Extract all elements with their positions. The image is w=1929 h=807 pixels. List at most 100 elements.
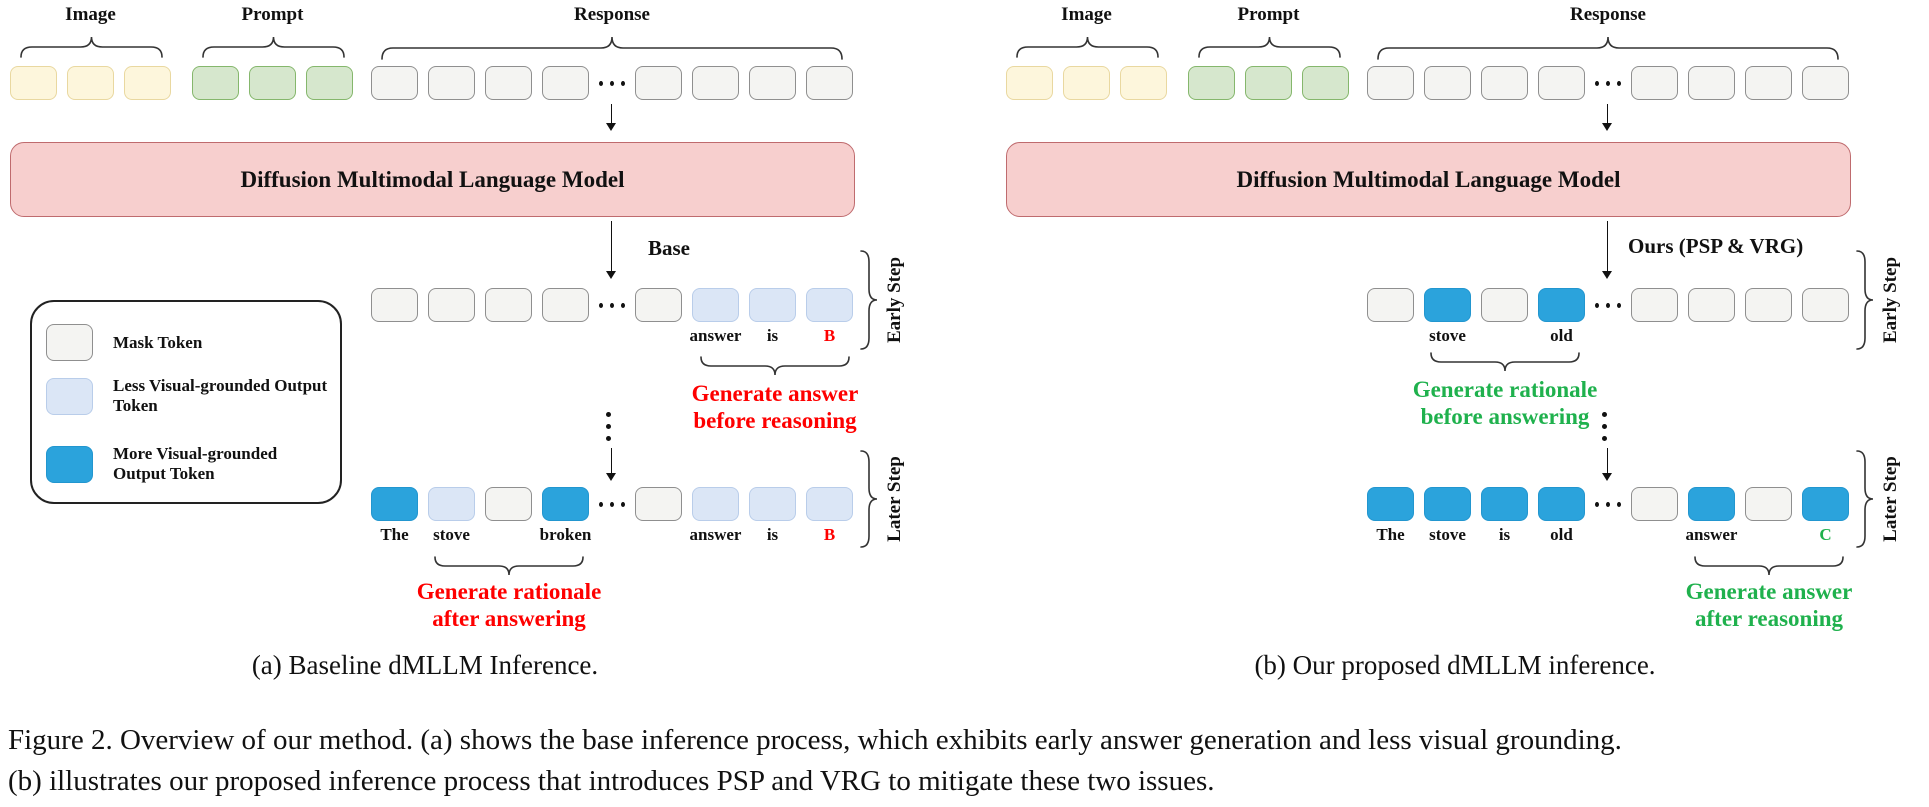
annotation-brace-icon <box>1430 352 1580 372</box>
diffusion-model-label: Diffusion Multimodal Language Model <box>1236 166 1621 192</box>
mask-token <box>371 66 418 100</box>
response-brace-icon <box>381 36 843 60</box>
prompt-token <box>1188 66 1235 100</box>
more-token: The <box>1367 487 1414 544</box>
mask-token <box>1745 487 1792 521</box>
mask-token <box>1424 66 1471 100</box>
more-token: old <box>1538 288 1585 345</box>
mask-token <box>1745 66 1792 100</box>
more-token: C <box>1802 487 1849 544</box>
response-token-row <box>1367 66 1849 100</box>
annotation-brace-icon <box>1694 556 1844 576</box>
early-annotation: Generate rationale before answering <box>1330 376 1680 430</box>
vertical-ellipsis-icon <box>606 412 611 441</box>
image-brace-icon <box>1016 36 1159 58</box>
token-word-label: The <box>380 525 409 544</box>
mask-token <box>542 66 589 100</box>
less-token: is <box>749 487 796 544</box>
prompt-token <box>306 66 353 100</box>
response-token-row <box>371 66 853 100</box>
subcaption-a: (a) Baseline dMLLM Inference. <box>251 650 599 680</box>
token-word-label: stove <box>433 525 470 544</box>
image-token <box>124 66 171 100</box>
mask-token <box>428 288 475 322</box>
mask-token <box>1745 288 1792 322</box>
horizontal-ellipsis-icon <box>599 80 625 86</box>
prompt-token <box>249 66 296 100</box>
later-step-label: Later Step <box>884 456 905 542</box>
token-word-label: answer <box>689 525 742 544</box>
annotation-line: Generate answer <box>691 381 859 406</box>
later-annotation: Generate rationale after answering <box>334 578 684 632</box>
token-word-label: stove <box>1429 525 1466 544</box>
less-token: B <box>806 487 853 544</box>
mask-token <box>1688 288 1735 322</box>
mask-token <box>1481 288 1528 322</box>
prompt-token-row <box>192 66 353 100</box>
horizontal-ellipsis-icon <box>599 501 625 507</box>
more-token: answer <box>1686 487 1737 544</box>
annotation-line: after answering <box>432 606 586 631</box>
response-group-label: Response <box>573 4 650 25</box>
mask-token <box>749 66 796 100</box>
annotation-line: Generate rationale <box>416 579 602 604</box>
legend-item: More Visual-grounded Output Token <box>46 444 331 484</box>
horizontal-ellipsis-icon <box>1595 501 1621 507</box>
image-token <box>1120 66 1167 100</box>
vertical-ellipsis-icon <box>1602 412 1607 441</box>
less-token: stove <box>428 487 475 544</box>
down-arrow-icon <box>1602 448 1613 481</box>
token-word-label: B <box>823 525 836 544</box>
figure-caption: Figure 2. Overview of our method. (a) sh… <box>8 720 1924 802</box>
prompt-brace-icon <box>202 36 345 58</box>
token-word-label: B <box>823 326 836 345</box>
later-step-brace-icon <box>1856 450 1874 548</box>
diffusion-model-label: Diffusion Multimodal Language Model <box>240 166 625 192</box>
mask-token <box>1802 66 1849 100</box>
more-token: broken <box>540 487 591 544</box>
less-token: answer <box>690 487 741 544</box>
mask-token <box>635 288 682 322</box>
legend-label: More Visual-grounded Output Token <box>113 444 278 483</box>
more-token: stove <box>1424 288 1471 345</box>
annotation-line: before answering <box>1420 404 1590 429</box>
mask-token <box>1367 66 1414 100</box>
prompt-group-label: Prompt <box>241 4 304 25</box>
later-step-brace-icon <box>860 450 878 548</box>
annotation-line: Generate rationale <box>1412 377 1598 402</box>
prompt-group-label: Prompt <box>1237 4 1300 25</box>
variant-label-ours: Ours (PSP & VRG) <box>1628 234 1804 258</box>
annotation-line: Generate answer <box>1685 579 1853 604</box>
horizontal-ellipsis-icon <box>1595 302 1621 308</box>
mask-token <box>1481 66 1528 100</box>
image-token-row <box>10 66 171 100</box>
mask-token <box>485 288 532 322</box>
image-token <box>67 66 114 100</box>
image-token-row <box>1006 66 1167 100</box>
down-arrow-icon <box>1602 221 1613 279</box>
image-token <box>1063 66 1110 100</box>
mask-token <box>1631 288 1678 322</box>
early-step-label: Early Step <box>1880 256 1901 344</box>
token-word-label: answer <box>1685 525 1738 544</box>
mask-token <box>1802 288 1849 322</box>
token-word-label: is <box>766 525 779 544</box>
more-token: old <box>1538 487 1585 544</box>
mask-token <box>428 66 475 100</box>
early-step-brace-icon <box>1856 250 1874 350</box>
mask-token <box>1688 66 1735 100</box>
annotation-brace-icon <box>700 356 850 376</box>
less-token: is <box>749 288 796 345</box>
prompt-brace-icon <box>1198 36 1341 58</box>
more-token: is <box>1481 487 1528 544</box>
early-step-label: Early Step <box>884 256 905 344</box>
less-token: answer <box>690 288 741 345</box>
image-group-label: Image <box>65 4 116 25</box>
diffusion-model-box: Diffusion Multimodal Language Model <box>1006 142 1851 217</box>
later-step-label: Later Step <box>1880 456 1901 542</box>
token-word-label: The <box>1376 525 1405 544</box>
annotation-line: after reasoning <box>1695 606 1843 631</box>
down-arrow-icon <box>1602 104 1613 131</box>
token-word-label: stove <box>1429 326 1466 345</box>
image-token <box>1006 66 1053 100</box>
